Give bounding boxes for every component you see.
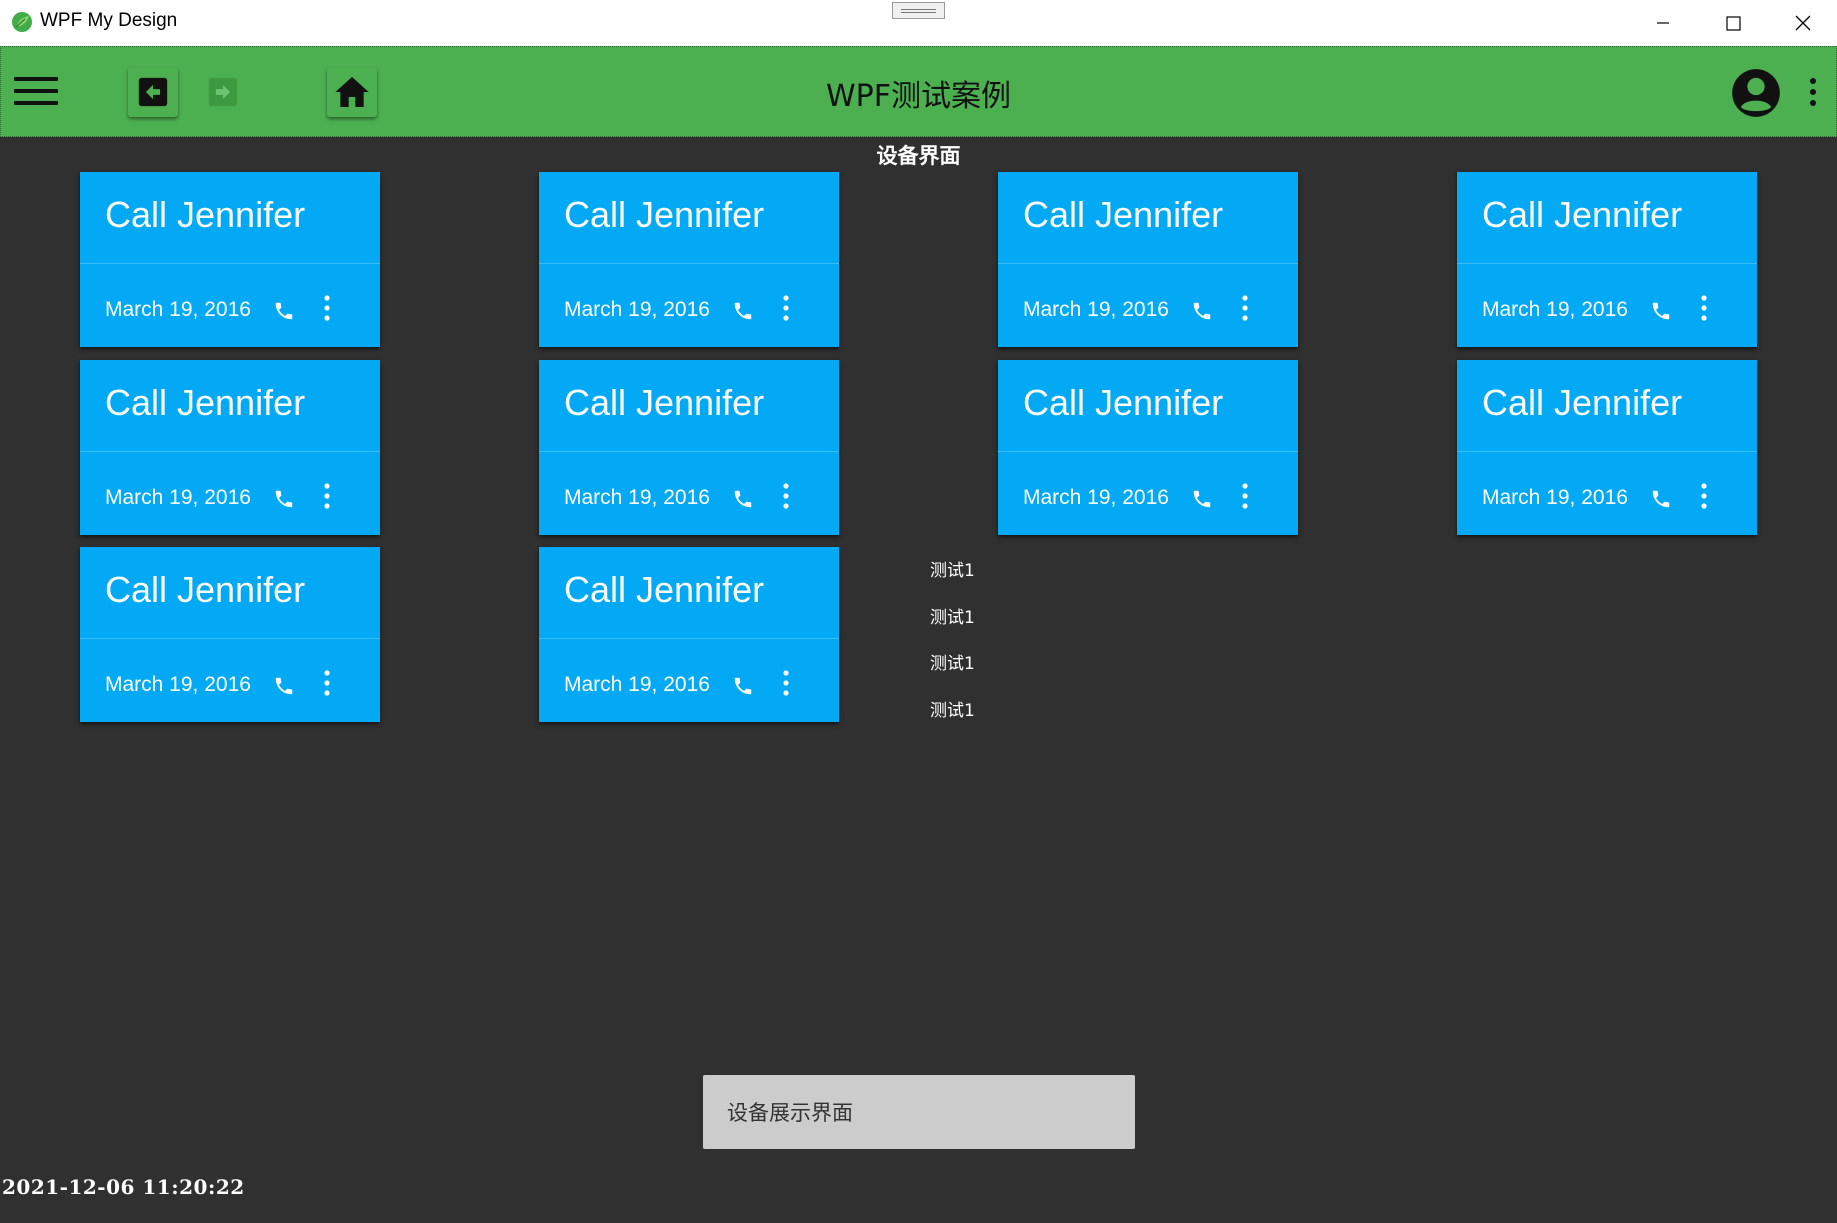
drag-handle[interactable] bbox=[892, 2, 945, 19]
dots-vertical-icon[interactable] bbox=[320, 480, 334, 512]
card-date: March 19, 2016 bbox=[105, 673, 251, 696]
maximize-button[interactable] bbox=[1698, 0, 1768, 46]
card-divider bbox=[998, 263, 1298, 264]
home-icon bbox=[335, 77, 369, 107]
card-date: March 19, 2016 bbox=[105, 298, 251, 321]
card-divider bbox=[998, 451, 1298, 452]
card-date: March 19, 2016 bbox=[105, 486, 251, 509]
close-icon bbox=[1795, 15, 1811, 31]
card-title: Call Jennifer bbox=[1023, 194, 1224, 235]
arrow-left-box-icon bbox=[138, 77, 168, 107]
clock-display: 2021-12-06 11:20:22 bbox=[2, 1175, 245, 1199]
maximize-icon bbox=[1725, 15, 1741, 31]
phone-icon[interactable] bbox=[732, 300, 754, 322]
card-divider bbox=[1457, 451, 1757, 452]
test-list-item[interactable]: 测试1 bbox=[930, 608, 975, 628]
card-title: Call Jennifer bbox=[105, 382, 306, 423]
leaf-app-icon bbox=[12, 12, 32, 32]
card-divider bbox=[80, 263, 380, 264]
window-title-bar[interactable]: WPF My Design bbox=[0, 0, 1837, 47]
hamburger-menu-icon[interactable] bbox=[14, 77, 58, 109]
card-divider bbox=[1457, 263, 1757, 264]
dots-vertical-icon[interactable] bbox=[1238, 480, 1252, 512]
card-title: Call Jennifer bbox=[1023, 382, 1224, 423]
back-button[interactable] bbox=[128, 67, 178, 117]
card-date: March 19, 2016 bbox=[1482, 298, 1628, 321]
dots-vertical-icon[interactable] bbox=[1805, 76, 1821, 108]
phone-icon[interactable] bbox=[273, 675, 295, 697]
card-title: Call Jennifer bbox=[105, 194, 306, 235]
card-divider bbox=[539, 263, 839, 264]
dots-vertical-icon[interactable] bbox=[779, 292, 793, 324]
section-title: 设备界面 bbox=[876, 144, 961, 168]
arrow-right-box-icon bbox=[208, 77, 238, 107]
card-date: March 19, 2016 bbox=[564, 298, 710, 321]
card-title: Call Jennifer bbox=[1482, 382, 1683, 423]
card-date: March 19, 2016 bbox=[564, 673, 710, 696]
dots-vertical-icon[interactable] bbox=[779, 667, 793, 699]
minimize-icon bbox=[1657, 22, 1669, 24]
card-date: March 19, 2016 bbox=[564, 486, 710, 509]
forward-button[interactable] bbox=[198, 67, 248, 117]
card-date: March 19, 2016 bbox=[1023, 486, 1169, 509]
dots-vertical-icon[interactable] bbox=[1697, 480, 1711, 512]
card-title: Call Jennifer bbox=[564, 382, 765, 423]
test-list-item[interactable]: 测试1 bbox=[930, 701, 975, 721]
account-circle-icon[interactable] bbox=[1730, 67, 1782, 119]
dots-vertical-icon[interactable] bbox=[320, 292, 334, 324]
phone-icon[interactable] bbox=[273, 488, 295, 510]
phone-icon[interactable] bbox=[273, 300, 295, 322]
minimize-button[interactable] bbox=[1628, 0, 1698, 46]
phone-icon[interactable] bbox=[1650, 488, 1672, 510]
close-button[interactable] bbox=[1768, 0, 1837, 46]
app-bar-title: WPF测试案例 bbox=[825, 79, 1011, 114]
phone-icon[interactable] bbox=[732, 488, 754, 510]
app-bar: WPF测试案例 bbox=[0, 46, 1837, 137]
card-title: Call Jennifer bbox=[105, 569, 306, 610]
card-divider bbox=[539, 638, 839, 639]
phone-icon[interactable] bbox=[1650, 300, 1672, 322]
card-divider bbox=[80, 638, 380, 639]
home-button[interactable] bbox=[327, 67, 377, 117]
phone-icon[interactable] bbox=[732, 675, 754, 697]
dots-vertical-icon[interactable] bbox=[1238, 292, 1252, 324]
card-divider bbox=[80, 451, 380, 452]
test-list-item[interactable]: 测试1 bbox=[930, 654, 975, 674]
card-title: Call Jennifer bbox=[564, 194, 765, 235]
dots-vertical-icon[interactable] bbox=[1697, 292, 1711, 324]
phone-icon[interactable] bbox=[1191, 300, 1213, 322]
dots-vertical-icon[interactable] bbox=[320, 667, 334, 699]
test-list-item[interactable]: 测试1 bbox=[930, 561, 975, 581]
card-date: March 19, 2016 bbox=[1482, 486, 1628, 509]
window-title: WPF My Design bbox=[40, 10, 178, 31]
dots-vertical-icon[interactable] bbox=[779, 480, 793, 512]
card-title: Call Jennifer bbox=[1482, 194, 1683, 235]
card-divider bbox=[539, 451, 839, 452]
card-title: Call Jennifer bbox=[564, 569, 765, 610]
phone-icon[interactable] bbox=[1191, 488, 1213, 510]
card-date: March 19, 2016 bbox=[1023, 298, 1169, 321]
device-display-button[interactable]: 设备展示界面 bbox=[703, 1075, 1135, 1149]
